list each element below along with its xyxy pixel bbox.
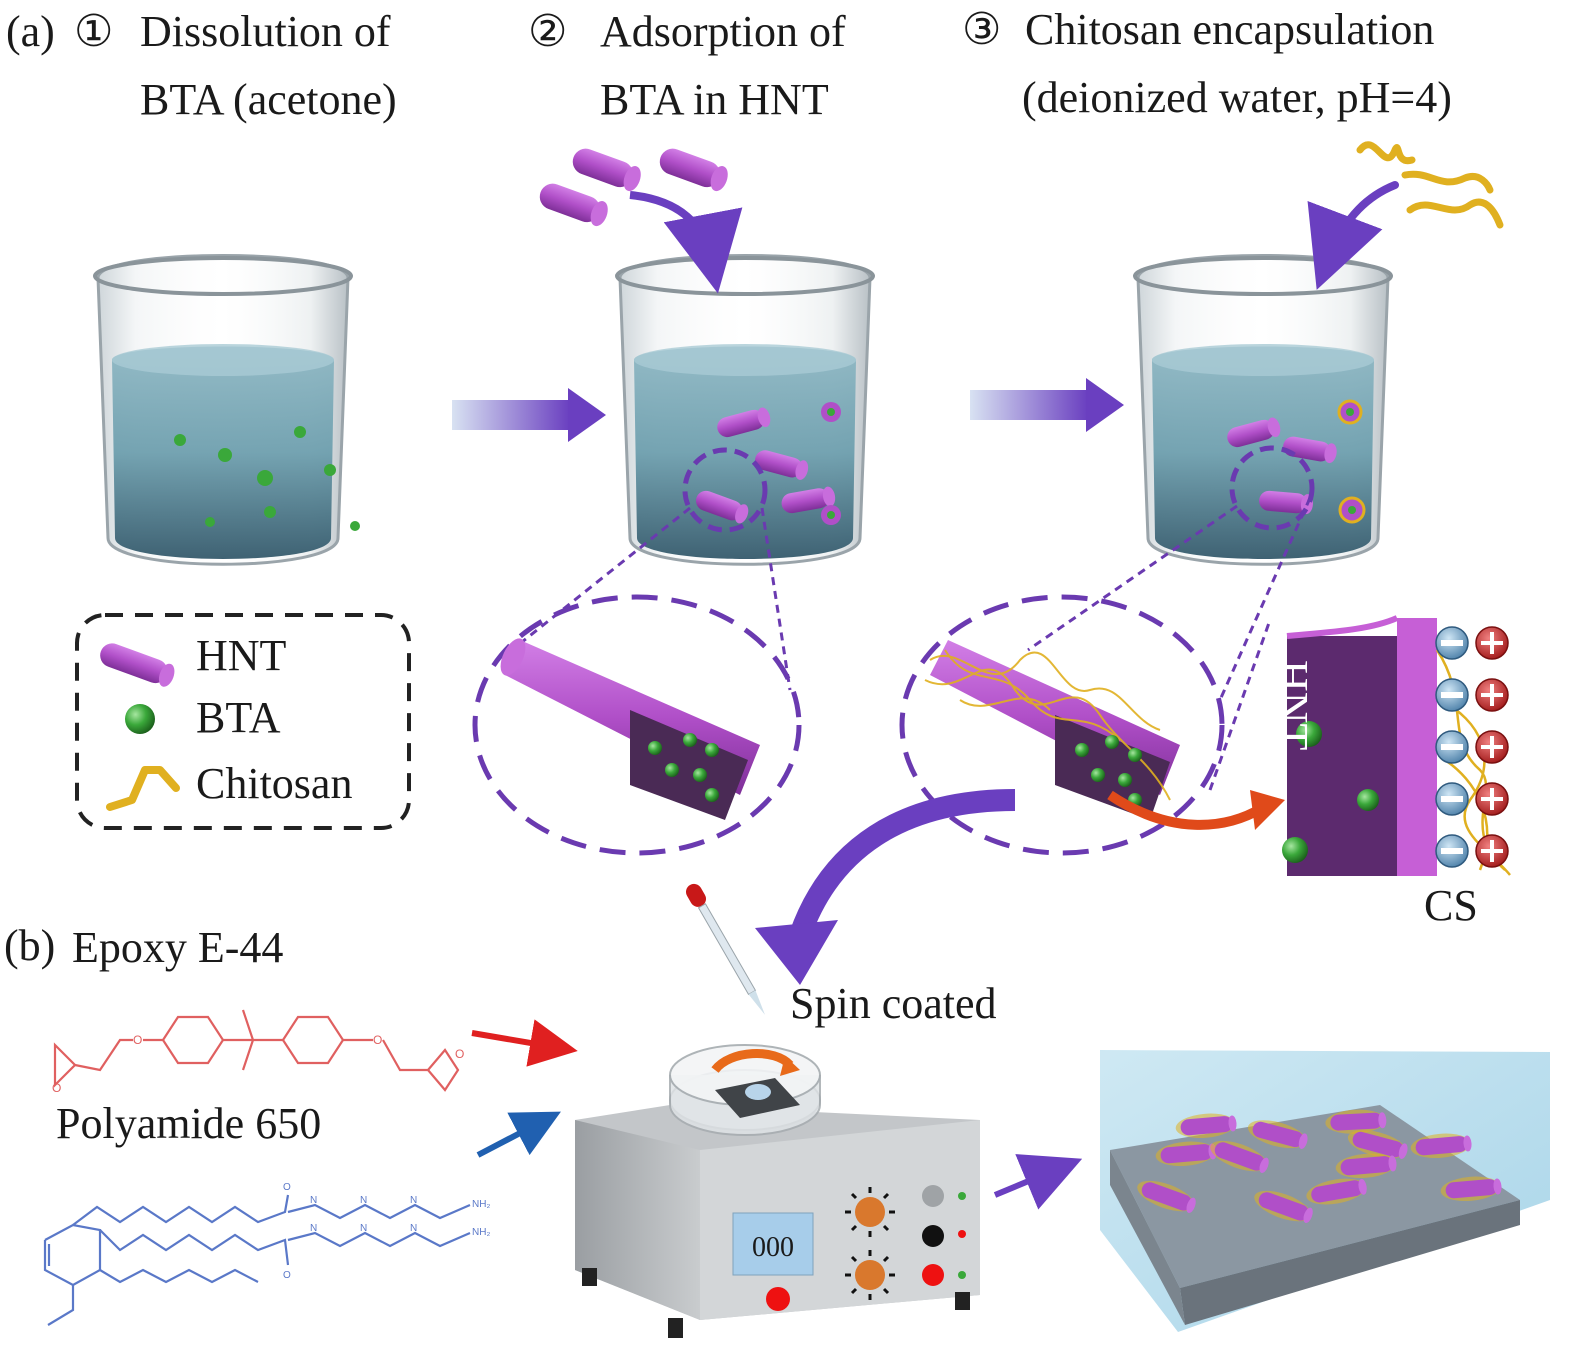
encapsulated-hnt-closeup [899,594,1285,856]
epoxy-oxygen-2: O [373,1033,382,1047]
negative-charge-icon [1435,678,1469,712]
spin-coater: 000 [575,1044,980,1338]
negative-charge-icon [1435,782,1469,816]
polyamide-nh-6: N [410,1223,417,1234]
dispersed-hnt-icon [1325,1109,1387,1134]
bta-sphere-icon [125,704,155,734]
negative-charge-icon [1435,730,1469,764]
spin-coater-power-button [766,1287,790,1311]
dispersed-hnt-particles [1137,1109,1502,1223]
step-2-number: ② [528,7,568,56]
spin-coater-display-value: 000 [752,1232,794,1263]
positive-charge-icon [1475,626,1509,660]
step-3-title-line2: (deionized water, pH=4) [1022,73,1452,122]
beaker-3-encapsulation [1133,253,1393,567]
polyamide-nh-2: N [360,1195,367,1206]
pipette-icon [686,883,765,1015]
panel-b-label: (b) [4,921,56,970]
interface-hnt-label: HNT [1268,660,1317,751]
legend-box [75,613,411,830]
polyamide-arrow [476,1111,561,1158]
positive-charge-icon [1475,782,1509,816]
dispersed-hnt-icon [1335,1153,1397,1179]
polyamide-label: Polyamide 650 [56,1099,322,1148]
dispersed-hnt-icon [1254,1190,1313,1223]
epoxy-oxygen-3: O [52,1081,61,1095]
negative-charge-icon [1435,834,1469,868]
polyamide-nh-5: N [360,1223,367,1234]
chitosan-chain-icon [106,766,180,811]
polyamide-nh-1: N [310,1195,317,1206]
step-2-title-line1: Adsorption of [600,7,846,56]
red-arrow-to-interface [1107,790,1265,830]
polyamide-nh2-1: NH₂ [472,1199,490,1210]
output-arrow [993,1154,1083,1210]
polyamide-oxygen-1: O [283,1182,291,1193]
polyamide-nh2-2: NH₂ [472,1227,490,1238]
beaker-2-adsorption [615,253,875,567]
epoxy-arrow [471,1019,578,1067]
polyamide-oxygen-2: O [283,1270,291,1281]
falling-hnt-icon [536,145,743,294]
step-1-number: ① [74,7,114,56]
spin-coater-knob-2 [845,1250,895,1300]
polyamide-nh-3: N [410,1195,417,1206]
dispersed-hnt-icon [1410,1133,1472,1159]
hnt-tube-icon [100,643,175,687]
falling-chitosan-icon [1307,141,1504,290]
dispersed-hnt-icon [1210,1140,1269,1173]
dispersed-hnt-icon [1347,1130,1408,1159]
dispersed-hnt-icon [1247,1120,1308,1149]
positive-charge-icon [1475,730,1509,764]
dispersed-hnt-icon [1155,1141,1217,1167]
legend-label-chitosan: Chitosan [196,759,353,808]
step-3-title-line1: Chitosan encapsulation [1025,5,1435,54]
charge-pairs [1435,626,1509,868]
positive-charge-icon [1475,834,1509,868]
positive-charge-icon [1475,678,1509,712]
step-1-title-line1: Dissolution of [140,7,391,56]
interface-cs-label: CS [1424,881,1478,930]
step-1-title-line2: BTA (acetone) [140,75,397,124]
dispersed-hnt-icon [1306,1178,1367,1205]
epoxy-e44-structure [53,1009,460,1092]
beaker-1-dissolution [93,253,360,567]
dispersed-hnt-icon [1137,1180,1196,1213]
hnt-closeup [472,594,802,856]
epoxy-oxygen-4: O [455,1047,464,1061]
legend-label-bta: BTA [196,693,281,742]
panel-a-label: (a) [6,7,55,56]
flow-arrow-2-to-3 [970,378,1124,432]
spin-coater-knob-1 [845,1187,895,1237]
epoxy-label: Epoxy E-44 [72,923,284,972]
spin-coated-label: Spin coated [790,979,997,1028]
spin-coater-display [732,1212,814,1276]
hnt-chitosan-interface [1282,615,1511,876]
polyamide-650-structure [43,1194,471,1326]
dispersed-hnt-icon [1175,1113,1237,1139]
negative-charge-icon [1435,626,1469,660]
step-2-title-line2: BTA in HNT [600,75,829,124]
dispersed-hnt-icon [1440,1176,1502,1202]
flow-arrow-to-spin-coater [755,789,1016,985]
legend-label-hnt: HNT [196,631,287,680]
flow-arrow-1-to-2 [452,388,606,442]
step-3-number: ③ [962,5,1002,54]
zoom-lines-2 [511,497,1312,791]
polyamide-nh-4: N [310,1223,317,1234]
epoxy-oxygen-1: O [133,1033,142,1047]
